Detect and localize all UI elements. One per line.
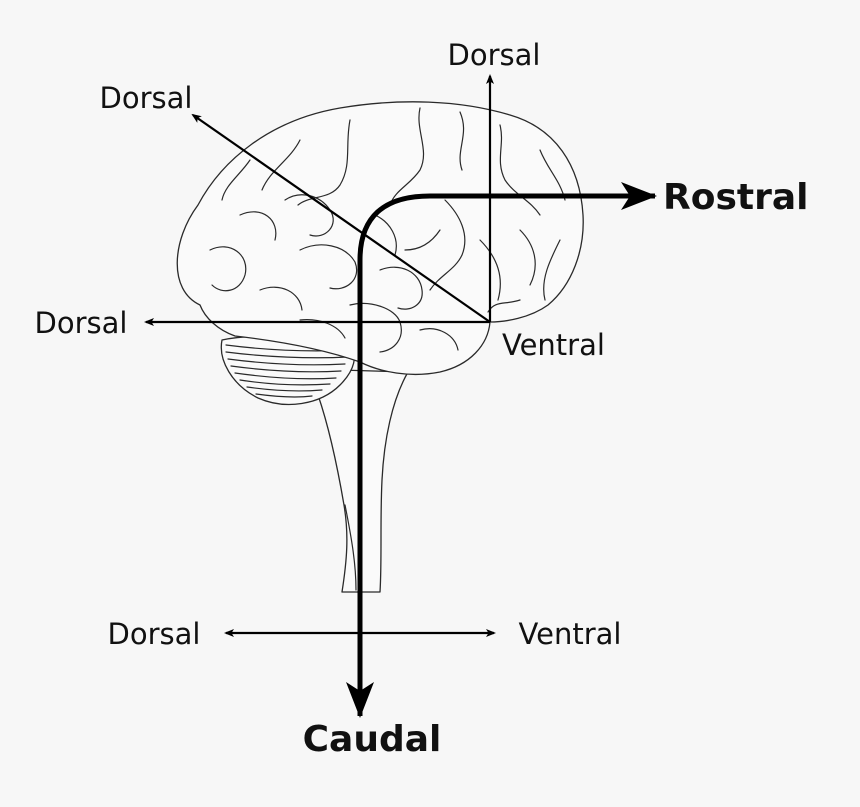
label-ventral-right: Ventral <box>502 328 605 362</box>
axis-rostral <box>357 182 657 400</box>
cerebrum-gyri <box>209 107 566 353</box>
label-dorsal-bottom: Dorsal <box>108 617 201 651</box>
label-dorsal-top: Dorsal <box>448 38 541 72</box>
orientation-axes <box>144 74 657 718</box>
cerebrum-shape <box>176 101 584 376</box>
brainstem-shape <box>317 369 409 593</box>
brain-illustration <box>176 101 584 593</box>
label-dorsal-left: Dorsal <box>35 306 128 340</box>
label-ventral-bottom: Ventral <box>519 617 622 651</box>
cerebellum-folds <box>225 344 351 398</box>
axis-dorsal-diagonal <box>191 113 491 323</box>
label-rostral: Rostral <box>663 177 808 218</box>
label-caudal: Caudal <box>303 719 442 760</box>
label-dorsal-diagonal: Dorsal <box>100 81 193 115</box>
